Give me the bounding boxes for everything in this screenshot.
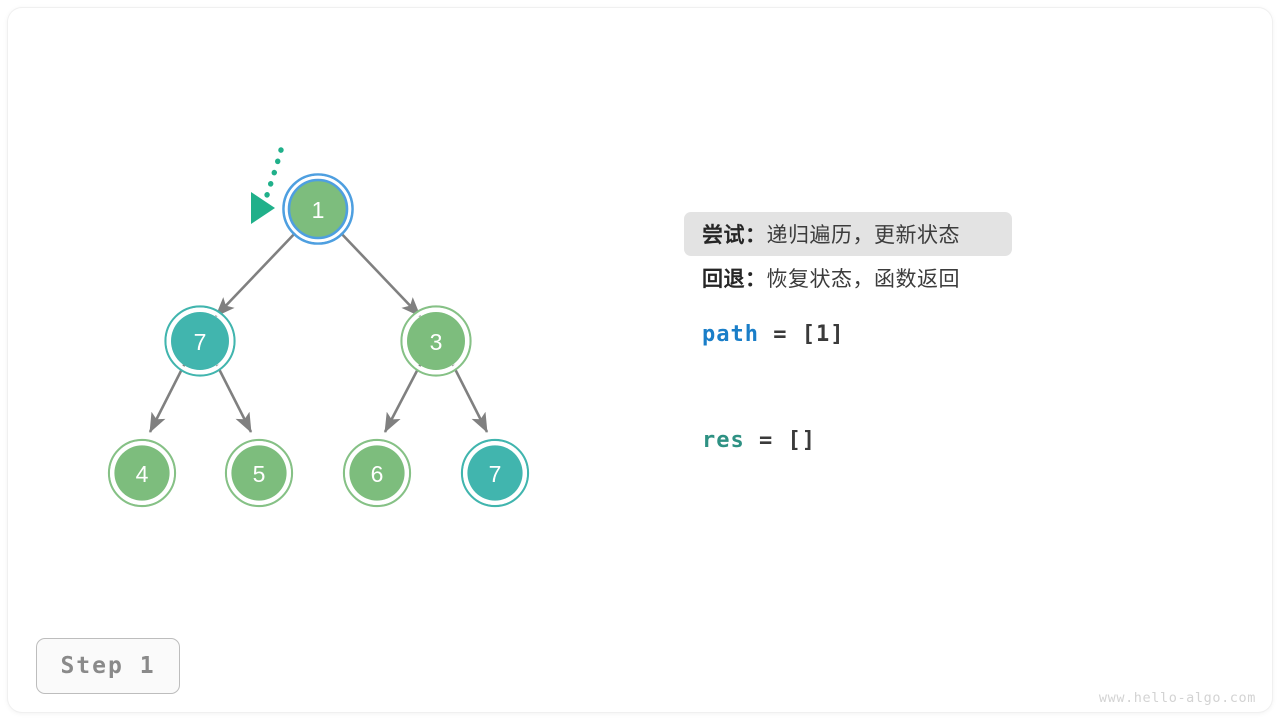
node-7-right-label: 7	[489, 461, 502, 487]
node-5-circle	[231, 445, 287, 501]
tree-node-7-left[interactable]: 7	[164, 305, 236, 377]
step-badge: Step 1	[36, 638, 180, 694]
tree-node-6[interactable]: 6	[342, 438, 412, 508]
node-7-right-gap-ring	[463, 441, 528, 506]
node-7-left-label: 7	[194, 329, 207, 355]
tree-node-4[interactable]: 4	[107, 438, 177, 508]
backtrack-row: 回退：恢复状态，函数返回	[684, 256, 1204, 300]
node-1-circle	[287, 178, 349, 240]
attempt-label: 尝试：	[702, 224, 767, 247]
node-4-circle	[114, 445, 170, 501]
watermark: www.hello-algo.com	[1098, 690, 1256, 706]
recursion-pointer-icon	[251, 147, 284, 224]
path-row: path = [1]	[684, 312, 1204, 356]
node-7-right-outer-ring	[460, 438, 530, 508]
pointer-arrowhead-icon	[251, 192, 275, 224]
backtrack-value: 恢复状态，函数返回	[766, 268, 960, 291]
node-5-label: 5	[253, 461, 266, 487]
node-4-label: 4	[136, 461, 149, 487]
tree-edges	[148, 229, 489, 433]
attempt-value: 递归遍历，更新状态	[766, 224, 960, 247]
path-variable-value: = [1]	[758, 321, 845, 347]
node-6-outer-ring	[342, 438, 412, 508]
path-variable-name: path	[702, 321, 759, 347]
node-4-outer-ring	[107, 438, 177, 508]
node-1-gap-ring	[284, 175, 352, 243]
res-row: res = []	[684, 418, 1204, 462]
attempt-row: 尝试：递归遍历，更新状态	[684, 212, 1012, 256]
node-3-label: 3	[430, 329, 443, 355]
pointer-dotted-path	[263, 147, 284, 201]
node-5-gap-ring	[226, 441, 291, 506]
res-variable-name: res	[702, 427, 745, 453]
node-3-outer-ring	[400, 305, 472, 377]
edge-7-4	[148, 364, 186, 433]
node-3-circle	[407, 312, 465, 370]
edge-7-5	[215, 364, 253, 433]
res-variable-value: = []	[744, 427, 816, 453]
node-7-right-circle	[467, 445, 523, 501]
node-1-outer-ring	[282, 173, 354, 245]
edge-1-7	[215, 229, 299, 317]
tree-node-3[interactable]: 3	[400, 305, 472, 377]
node-4-gap-ring	[109, 441, 174, 506]
node-6-label: 6	[371, 461, 384, 487]
tree-node-1[interactable]: 1	[282, 173, 354, 245]
node-1-label: 1	[312, 197, 325, 223]
node-3-gap-ring	[402, 307, 470, 375]
node-5-outer-ring	[224, 438, 294, 508]
node-6-circle	[349, 445, 405, 501]
backtrack-label: 回退：	[702, 268, 767, 291]
node-7-left-circle	[171, 312, 229, 370]
tree-node-5[interactable]: 5	[224, 438, 294, 508]
tree-node-7-right[interactable]: 7	[460, 438, 530, 508]
node-7-left-gap-ring	[166, 307, 234, 375]
state-panel: 尝试：递归遍历，更新状态 回退：恢复状态，函数返回 path = [1] res…	[684, 212, 1204, 462]
node-6-gap-ring	[345, 441, 410, 506]
edge-1-3	[337, 229, 421, 317]
edge-3-6	[383, 364, 422, 433]
node-7-left-outer-ring	[164, 305, 236, 377]
edge-3-7b	[451, 364, 489, 433]
